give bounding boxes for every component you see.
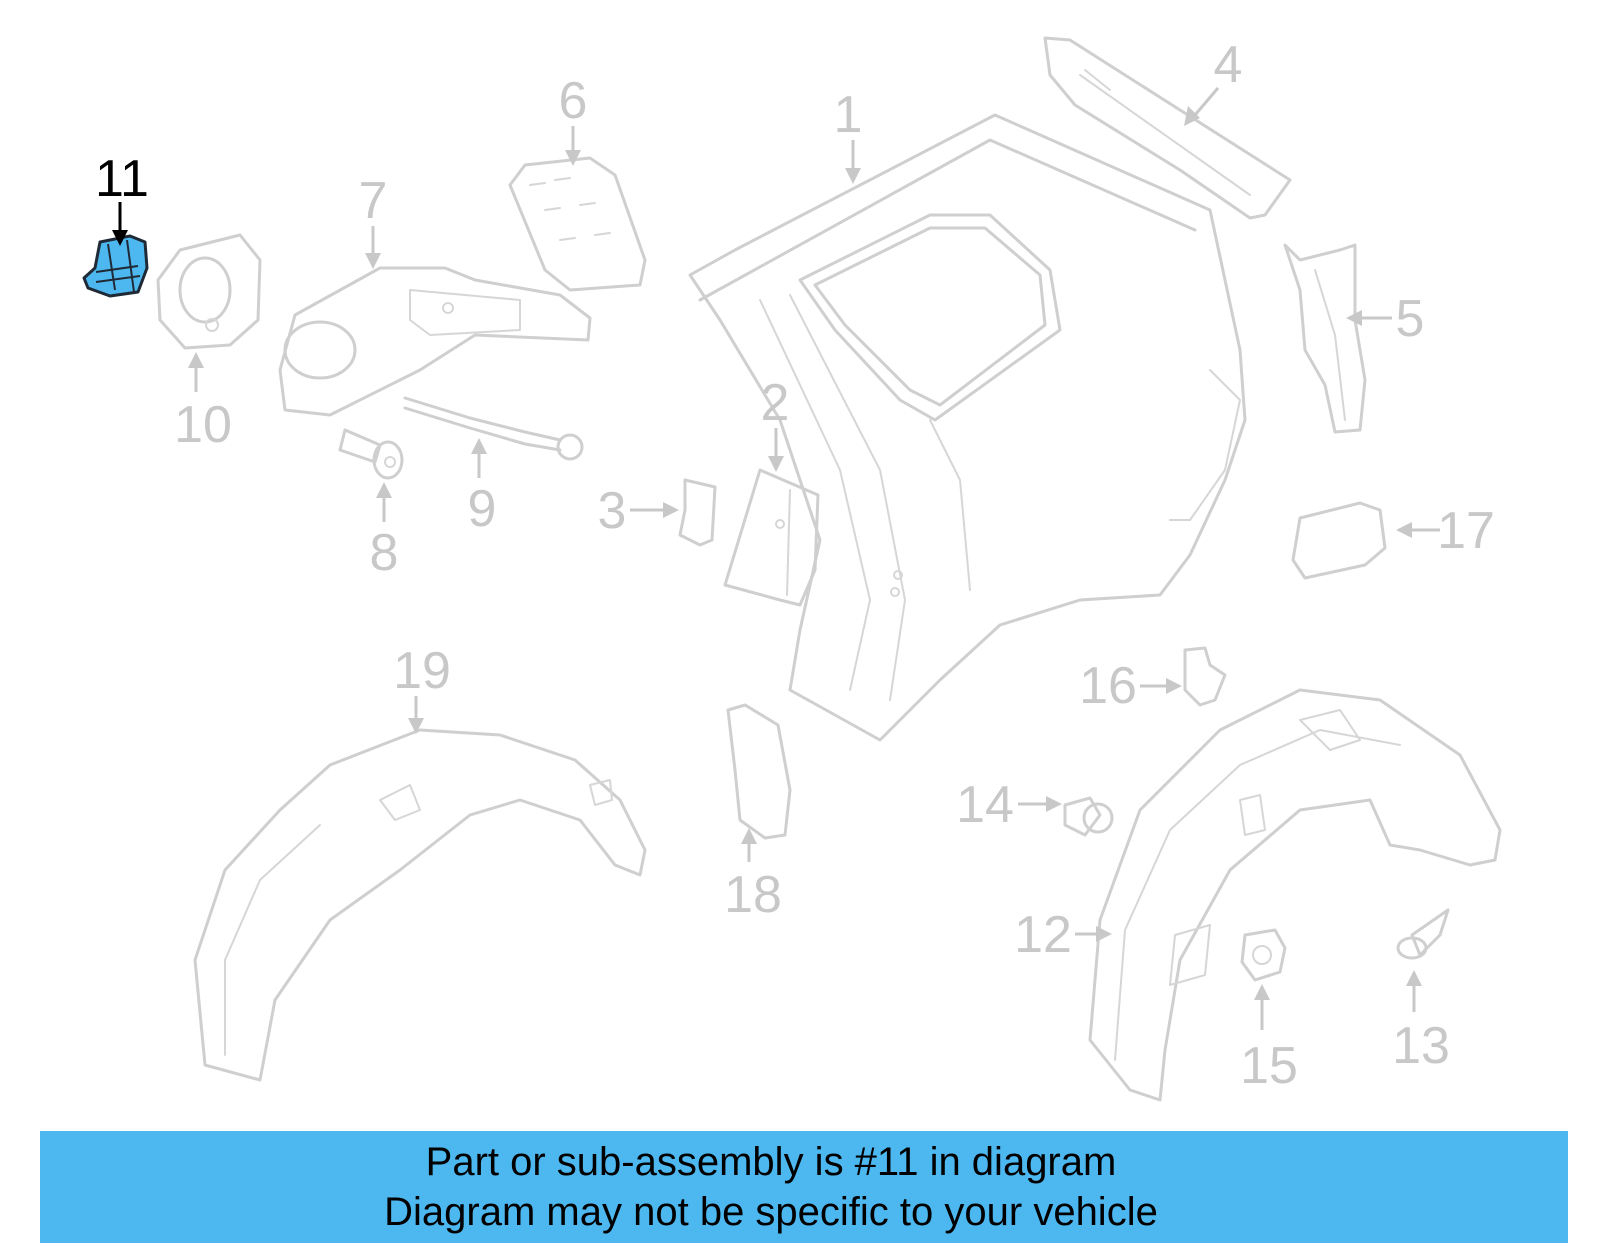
part-1-quarter-panel [688,113,1247,742]
part-12-wheel-liner [1088,688,1502,1102]
callout-8: 8 [370,482,399,582]
callout-label: 8 [370,524,399,582]
part-18-panel [726,703,792,840]
caption-banner: Part or sub-assembly is #11 in diagram D… [40,1131,1568,1243]
callout-2: 2 [761,374,790,472]
callout-label: 2 [761,374,790,432]
callout-17: 17 [1396,502,1495,560]
part-14-nut-clip [1063,796,1114,837]
part-7-filler-housing [278,266,592,417]
callout-12: 12 [1014,906,1112,964]
callout-13: 13 [1392,970,1450,1075]
part-3-clip [678,478,717,547]
part-10-filler-seal [156,233,262,350]
callout-18: 18 [724,828,782,924]
part-16-clip [1183,646,1227,707]
callout-19: 19 [393,642,451,734]
part-17-cover [1291,501,1387,580]
callout-label: 4 [1214,36,1243,94]
callout-1: 1 [834,86,863,184]
callout-label: 3 [598,482,627,540]
part-4-rail [1043,36,1292,220]
part-9-rod [403,396,584,461]
callout-label: 5 [1396,290,1425,348]
callout-label: 11 [95,150,149,208]
part-6-fuel-door [508,156,647,292]
part-8-bolt [338,428,404,480]
callout-label: 16 [1079,657,1137,715]
part-13-screw [1396,908,1450,960]
part-5-pillar-bracket [1283,243,1367,434]
callout-7: 7 [359,172,388,269]
callout-6: 6 [559,72,588,166]
callout-label: 12 [1014,906,1072,964]
callout-label: 14 [956,776,1014,834]
part-15-nut [1240,928,1287,982]
callout-label: 17 [1437,502,1495,560]
callout-label: 13 [1392,1017,1450,1075]
callout-15: 15 [1240,984,1298,1095]
callout-label: 1 [834,86,863,144]
callout-11-highlighted: 11 [95,150,149,246]
part-2-bracket [723,468,820,607]
callout-4: 4 [1184,36,1242,126]
callout-9: 9 [468,438,497,538]
callout-3: 3 [598,482,679,540]
callout-label: 19 [393,642,451,700]
callout-16: 16 [1079,657,1182,715]
callout-5: 5 [1346,290,1424,348]
callout-label: 7 [359,172,388,230]
caption-line-2: Diagram may not be specific to your vehi… [384,1190,1158,1234]
callout-14: 14 [956,776,1062,834]
callout-label: 18 [724,866,782,924]
callout-10: 10 [174,352,232,454]
callout-label: 9 [468,480,497,538]
caption-line-1: Part or sub-assembly is #11 in diagram [425,1140,1117,1184]
callout-label: 6 [559,72,588,130]
part-11-highlighted [82,234,149,298]
callout-label: 10 [174,396,232,454]
callout-label: 15 [1240,1037,1298,1095]
part-19-wheel-liner [193,728,647,1082]
